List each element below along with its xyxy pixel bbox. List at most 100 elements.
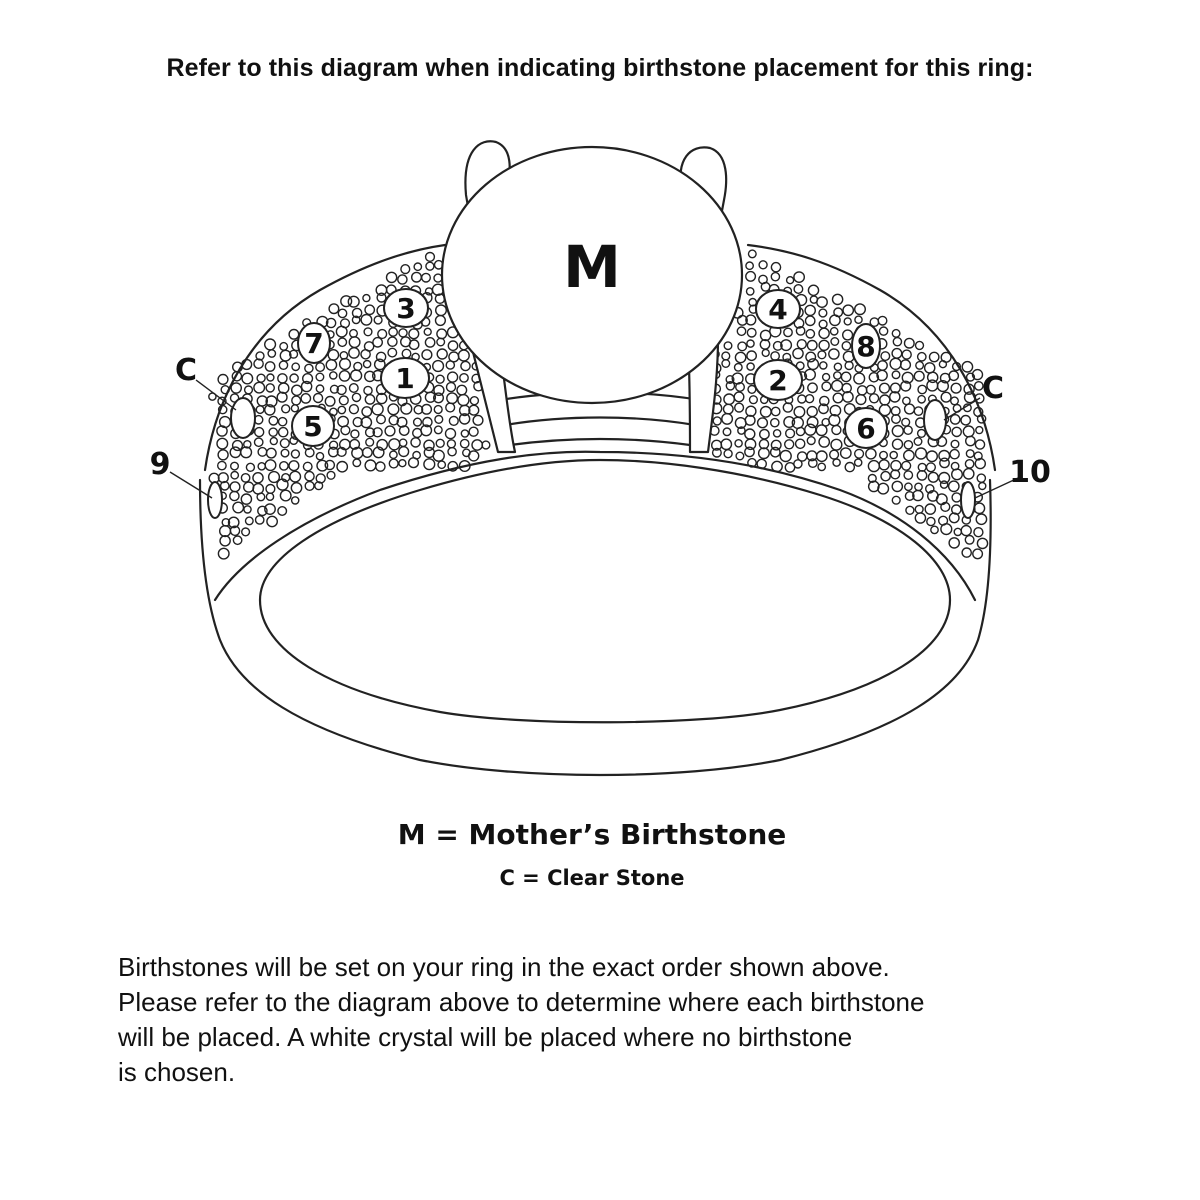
pave-bead bbox=[398, 459, 407, 468]
pave-bead bbox=[304, 363, 314, 374]
pave-bead bbox=[974, 439, 986, 450]
pave-bead bbox=[867, 459, 881, 473]
pave-bead bbox=[772, 428, 782, 438]
pave-bead bbox=[326, 470, 336, 480]
pave-bead bbox=[448, 415, 459, 427]
pave-bead bbox=[229, 461, 239, 471]
pave-bead bbox=[925, 483, 935, 494]
pave-bead bbox=[219, 535, 231, 547]
pave-bead bbox=[735, 451, 745, 461]
pave-bead bbox=[446, 371, 459, 383]
pave-bead bbox=[819, 395, 830, 407]
side-stone bbox=[851, 323, 881, 369]
pave-bead bbox=[352, 458, 362, 468]
pave-bead bbox=[951, 504, 962, 515]
pave-bead bbox=[784, 439, 795, 450]
pave-bead bbox=[938, 449, 951, 462]
pave-bead bbox=[445, 381, 457, 393]
pave-bead bbox=[387, 403, 400, 416]
pave-bead bbox=[424, 336, 436, 348]
pave-bead bbox=[725, 375, 735, 385]
pave-bead bbox=[460, 429, 470, 438]
pave-bead bbox=[953, 527, 963, 537]
pave-bead bbox=[256, 492, 266, 502]
pave-bead bbox=[756, 417, 769, 429]
pave-bead bbox=[951, 492, 962, 503]
pave-bead bbox=[723, 341, 733, 351]
pave-bead bbox=[388, 450, 398, 460]
pave-bead bbox=[398, 438, 408, 448]
pave-bead bbox=[338, 395, 349, 406]
pave-bead bbox=[216, 460, 227, 471]
pave-bead bbox=[770, 439, 782, 451]
pave-bead bbox=[411, 271, 423, 283]
pave-bead bbox=[257, 461, 267, 471]
pave-bead bbox=[759, 428, 770, 440]
pave-bead bbox=[843, 317, 852, 326]
pave-bead bbox=[268, 415, 279, 426]
pave-bead bbox=[445, 402, 456, 413]
pave-bead bbox=[770, 417, 780, 428]
legend-mother: M = Mother’s Birthstone bbox=[397, 818, 787, 851]
pave-bead bbox=[784, 428, 796, 439]
ring-inner-opening bbox=[258, 458, 952, 724]
pave-bead bbox=[288, 460, 300, 472]
pave-bead bbox=[804, 304, 817, 317]
pave-bead bbox=[950, 396, 960, 406]
pave-bead bbox=[446, 392, 459, 405]
pave-bead bbox=[347, 295, 360, 308]
pave-bead bbox=[315, 372, 325, 382]
pave-bead bbox=[877, 360, 888, 371]
pave-bead bbox=[926, 516, 936, 527]
pave-bead bbox=[770, 271, 781, 282]
pave-bead bbox=[807, 358, 820, 371]
pave-bead bbox=[432, 449, 445, 462]
pave-bead bbox=[336, 446, 347, 458]
pave-bead bbox=[890, 459, 902, 472]
leader-line-left-c bbox=[195, 379, 237, 411]
pave-bead bbox=[817, 350, 827, 360]
pave-bead bbox=[839, 447, 852, 459]
pave-bead bbox=[725, 380, 736, 391]
pave-bead bbox=[361, 406, 373, 418]
pave-bead bbox=[828, 449, 840, 460]
pave-bead bbox=[420, 424, 433, 437]
pave-bead bbox=[446, 439, 457, 449]
pave-bead bbox=[722, 403, 734, 415]
pave-bead bbox=[721, 359, 731, 369]
pave-bead bbox=[804, 423, 817, 436]
pave-bead bbox=[432, 359, 445, 373]
pave-bead bbox=[424, 391, 437, 403]
pave-bead bbox=[891, 480, 904, 493]
pave-bead bbox=[217, 472, 229, 484]
pave-bead bbox=[304, 480, 315, 492]
pave-bead bbox=[770, 351, 780, 361]
pave-bead bbox=[340, 295, 353, 308]
pave-bead bbox=[841, 329, 854, 341]
pave-bead bbox=[388, 438, 401, 451]
pave-bead bbox=[785, 276, 795, 285]
pave-bead bbox=[216, 437, 229, 450]
side-stone bbox=[297, 322, 331, 364]
pave-bead bbox=[363, 327, 373, 337]
pave-bead bbox=[844, 461, 856, 473]
pave-bead bbox=[976, 473, 987, 484]
pave-bead bbox=[279, 341, 289, 351]
pave-bead bbox=[973, 451, 983, 461]
pave-bead bbox=[816, 296, 828, 308]
pave-bead bbox=[277, 382, 290, 394]
pave-bead bbox=[876, 369, 888, 382]
pave-bead bbox=[736, 314, 748, 326]
pave-bead bbox=[891, 495, 901, 505]
pave-bead bbox=[217, 547, 230, 560]
pave-bead bbox=[939, 480, 949, 489]
pave-bead bbox=[255, 405, 265, 415]
pave-bead bbox=[348, 404, 360, 415]
pave-bead bbox=[903, 337, 915, 349]
pave-bead bbox=[277, 506, 288, 517]
pave-bead bbox=[244, 516, 254, 526]
pave-bead bbox=[459, 438, 470, 449]
pave-bead bbox=[423, 327, 432, 336]
pave-bead bbox=[853, 372, 866, 385]
pave-bead bbox=[364, 304, 376, 316]
